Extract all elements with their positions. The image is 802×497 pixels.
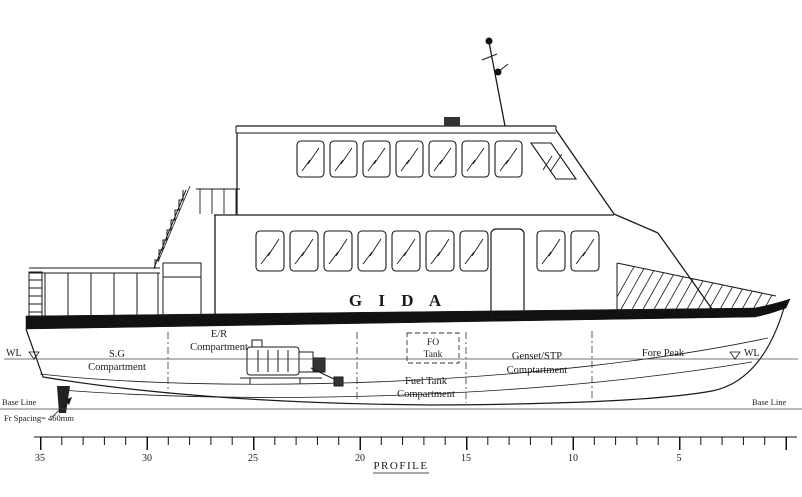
mast-light-top — [485, 37, 493, 45]
waterline-mark-left — [28, 351, 40, 360]
hull — [25, 298, 791, 413]
frame-number: 25 — [248, 453, 258, 464]
window-icon — [357, 230, 387, 272]
window-icon — [428, 140, 457, 178]
main-deck-windows — [255, 230, 600, 272]
fuel-tank-label2: Compartment — [397, 389, 455, 400]
chine-line-upper — [39, 337, 769, 385]
deck-locker — [162, 262, 202, 317]
vessel-name-label: G I D A — [349, 291, 447, 310]
stairs — [153, 185, 191, 269]
frame-number: 15 — [461, 453, 471, 464]
window-icon — [255, 230, 285, 272]
er-compartment-label2: Compartment — [190, 342, 248, 353]
window-icon — [296, 140, 325, 178]
frame-number: 35 — [35, 453, 45, 464]
visor — [613, 213, 659, 234]
frame-spacing-label: Fr Spacing= 460mm — [4, 413, 74, 423]
fuel-tank-label: Fuel Tank — [405, 376, 448, 387]
frame-number: 10 — [568, 453, 578, 464]
cabin-door — [490, 228, 525, 318]
sg-compartment-label2: Compartment — [88, 362, 146, 373]
fo-tank-label: FO — [427, 338, 439, 348]
upper-deck-cabin — [235, 117, 615, 215]
frame-number: 5 — [677, 453, 682, 464]
profile-title: PROFILE — [373, 460, 428, 472]
fo-tank-label2: Tank — [424, 350, 443, 360]
leader-arrowhead — [65, 397, 72, 405]
roof-vent — [444, 117, 460, 126]
stern-ladder — [28, 271, 43, 317]
upper-windshield — [555, 129, 615, 215]
upper-aft-railing — [196, 188, 240, 214]
window-icon — [329, 140, 358, 178]
main-windshield — [657, 232, 713, 310]
chine-line-lower — [59, 361, 753, 398]
genset-label: Genset/STP — [512, 351, 562, 362]
window-icon — [529, 142, 578, 180]
engine — [240, 339, 344, 387]
waterline-label-right: WL — [744, 348, 760, 359]
window-glass-mark — [542, 153, 563, 173]
frame-number: 20 — [355, 453, 365, 464]
window-icon — [494, 140, 523, 178]
waterline: WL WL — [4, 348, 798, 360]
baseline-label-right: Base Line — [752, 397, 786, 407]
compartment-labels: S.G Compartment E/R Compartment FO Tank … — [88, 329, 685, 400]
frame-spacing-note: Fr Spacing= 460mm — [4, 397, 74, 423]
aft-deck — [28, 185, 240, 317]
window-icon — [395, 140, 424, 178]
window-icon — [289, 230, 319, 272]
window-icon — [425, 230, 455, 272]
genset-label2: Comptartment — [507, 365, 568, 376]
main-deck-cabin: G I D A — [214, 213, 777, 318]
bulkhead-lines — [167, 331, 593, 403]
window-icon — [461, 140, 490, 178]
er-compartment-label: E/R — [211, 329, 227, 340]
baseline: Base Line Base Line — [0, 397, 802, 410]
frame-ruler: 35 30 25 20 15 10 5 — [34, 436, 797, 464]
drawing-title: PROFILE — [373, 460, 429, 474]
sg-compartment-label: S.G — [109, 349, 125, 360]
window-icon — [362, 140, 391, 178]
frame-number: 30 — [142, 453, 152, 464]
waterline-label-left: WL — [6, 348, 22, 359]
window-icon — [570, 230, 600, 272]
mast — [481, 37, 509, 127]
window-icon — [391, 230, 421, 272]
waterline-mark-right — [729, 351, 741, 360]
window-icon — [323, 230, 353, 272]
upper-deck-windows — [296, 140, 578, 180]
rudder — [57, 386, 70, 413]
window-icon — [459, 230, 489, 272]
baseline-label-left: Base Line — [2, 397, 36, 407]
fo-tank-box — [406, 332, 460, 364]
window-icon — [536, 230, 566, 272]
sheer-band — [25, 298, 791, 330]
fore-peak-label: Fore Peak — [642, 348, 685, 359]
